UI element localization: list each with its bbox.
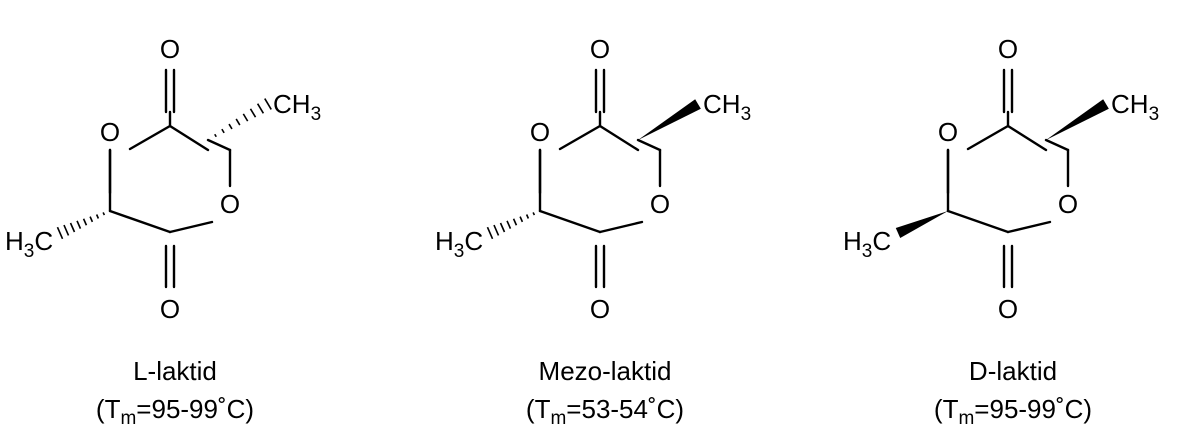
molecule-name: L-laktid [133, 356, 217, 386]
hash-stroke [228, 123, 233, 130]
ring-bond [636, 138, 662, 152]
tm-value: =95-99˚C) [136, 394, 254, 424]
ring-oxygen-upper-left: O [100, 117, 120, 147]
ring-oxygen-lower-right: O [1058, 189, 1078, 219]
carbonyl-oxygen-bottom: O [160, 294, 180, 324]
hash-stroke [506, 220, 512, 229]
hash-stroke [82, 218, 88, 226]
hash-stroke [525, 214, 530, 219]
methyl-subscript: 3 [454, 241, 465, 262]
carbonyl-oxygen-bottom: O [590, 294, 610, 324]
tm-subscript: m [550, 408, 566, 429]
carbonyl-oxygen-top: O [160, 34, 180, 64]
ring-bond [1006, 124, 1048, 152]
ring-bond [966, 124, 1010, 151]
stereo-bond-top [1046, 99, 1109, 140]
molecule-name: Mezo-laktid [539, 356, 672, 386]
methyl-label-left: H3C [5, 226, 53, 262]
carbonyl-oxygen-bottom: O [998, 294, 1018, 324]
methyl-label-right: CH3 [703, 89, 751, 125]
ring-bond [1044, 138, 1070, 152]
tm-subscript: m [120, 408, 136, 429]
hash-stroke [214, 133, 217, 138]
methyl-label-left: H3C [435, 226, 483, 262]
hash-stroke [256, 103, 265, 114]
methyl-subscript: 3 [1149, 104, 1160, 125]
hash-stroke [235, 118, 241, 126]
ring-bond [206, 138, 232, 152]
methyl-carbon: C [34, 226, 53, 256]
methyl-label-left: H3C [843, 226, 891, 262]
ring-bond [538, 209, 602, 234]
hash-stroke [95, 214, 100, 219]
ring-bond [168, 124, 210, 152]
methyl-subscript: 3 [311, 104, 322, 125]
ring-bond [128, 124, 172, 151]
ring-oxygen-upper-left: O [530, 117, 550, 147]
hash-stroke [242, 113, 249, 122]
hash-stroke [76, 220, 82, 229]
hash-stroke [512, 218, 518, 226]
ring-bond [1006, 220, 1052, 234]
hash-stroke [221, 128, 225, 134]
melting-point: (Tm=95-99˚C) [96, 394, 254, 429]
ring-oxygen-upper-left: O [938, 117, 958, 147]
tm-prefix: (T [96, 394, 121, 424]
hash-stroke [69, 222, 76, 233]
hash-stroke [532, 212, 536, 216]
ring-bond [598, 220, 644, 234]
ring-bond [946, 209, 1010, 234]
tm-value: =95-99˚C) [974, 394, 1092, 424]
ring-bond [598, 124, 640, 152]
stereo-bond-top [638, 99, 701, 140]
hash-stroke [102, 212, 106, 216]
hash-stroke [519, 216, 524, 223]
methyl-carbon: C [464, 226, 483, 256]
hash-stroke [499, 222, 506, 233]
carbonyl-oxygen-top: O [998, 34, 1018, 64]
ring-oxygen-lower-right: O [220, 189, 240, 219]
methyl-subscript: 3 [862, 241, 873, 262]
ring-bond [108, 209, 172, 234]
ring-bond [558, 124, 602, 151]
tm-subscript: m [958, 408, 974, 429]
molecule-name: D-laktid [969, 356, 1057, 386]
melting-point: (Tm=53-54˚C) [526, 394, 684, 429]
methyl-subscript: 3 [741, 104, 752, 125]
methyl-carbon: C [872, 226, 891, 256]
methyl-label-right: CH3 [273, 89, 321, 125]
tm-prefix: (T [526, 394, 551, 424]
hash-stroke [56, 226, 64, 240]
tm-value: =53-54˚C) [566, 394, 684, 424]
stereo-bond-bottom [56, 212, 106, 240]
hash-stroke [264, 98, 272, 110]
hash-stroke [63, 224, 70, 236]
ring-oxygen-lower-right: O [650, 189, 670, 219]
stereo-bond-bottom [486, 212, 536, 240]
tm-prefix: (T [934, 394, 959, 424]
hash-stroke [249, 108, 257, 118]
methyl-subscript: 3 [24, 241, 35, 262]
ring-bond [168, 220, 214, 234]
stereo-bond-bottom [895, 211, 948, 239]
hash-stroke [486, 226, 494, 240]
hash-stroke [493, 224, 500, 236]
carbonyl-oxygen-top: O [590, 34, 610, 64]
hash-stroke [89, 216, 94, 223]
methyl-label-right: CH3 [1111, 89, 1159, 125]
melting-point: (Tm=95-99˚C) [934, 394, 1092, 429]
stereo-bond-top [214, 98, 272, 138]
